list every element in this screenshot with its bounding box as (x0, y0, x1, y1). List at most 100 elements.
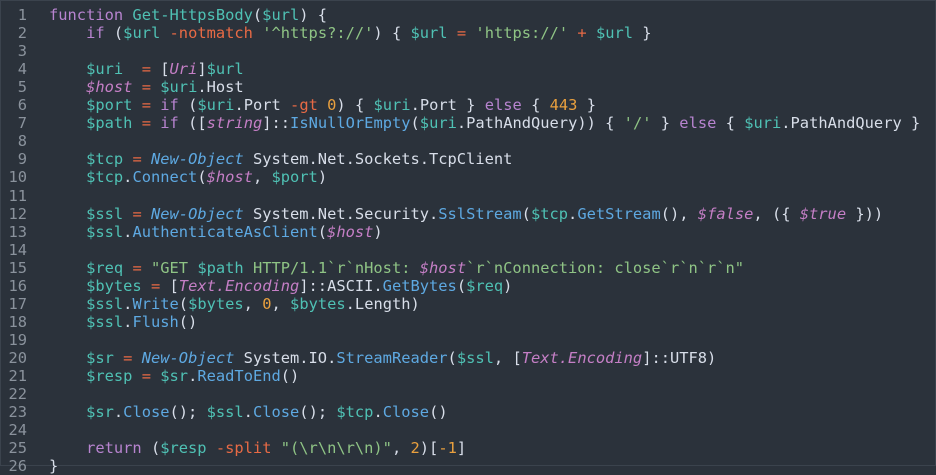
line-number: 19 (8, 330, 27, 349)
code-token: } (49, 457, 59, 475)
code-token: . (123, 312, 133, 331)
code-token: Get-HttpsBody (132, 6, 253, 24)
code-token: 0 (327, 96, 337, 115)
code-token: $bytes (188, 294, 244, 313)
code-token (49, 367, 86, 385)
line-number: 1 (17, 6, 27, 24)
code-token: } (651, 114, 680, 133)
code-token: GetStream (577, 204, 661, 223)
code-token: = (141, 96, 151, 115)
code-token: GetBytes (382, 276, 457, 295)
code-token: = (150, 276, 161, 295)
code-token: .Length) (345, 294, 420, 313)
code-token: . (373, 403, 383, 422)
code-token (49, 313, 86, 331)
code-token: System.IO. (234, 348, 337, 367)
code-token: `r`nConnection: close`r`n`r`n" (466, 258, 745, 277)
code-token: ]:: (262, 114, 291, 133)
code-token: $host (206, 168, 253, 187)
code-token: () (280, 367, 300, 385)
code-token (151, 78, 160, 96)
code-token: Write (132, 294, 179, 313)
code-token: , ({ (753, 204, 800, 223)
code-token: 443 (549, 96, 578, 115)
line-number: 22 (8, 385, 27, 404)
code-token: $false (697, 204, 754, 223)
code-token (207, 439, 216, 457)
code-token: ( (178, 294, 189, 313)
code-token: $ssl (86, 204, 124, 223)
line-number: 20 (8, 348, 27, 367)
code-token (271, 439, 280, 457)
line-code: $ssl = New-Object System.Net.Security.Ss… (49, 205, 883, 223)
code-token (49, 259, 86, 277)
line-number: 3 (17, 42, 27, 61)
code-token: if (160, 96, 179, 115)
code-token: return (86, 439, 142, 458)
code-token: $uri (744, 114, 782, 133)
code-token: ReadToEnd (197, 367, 281, 385)
line-number: 8 (17, 132, 27, 151)
code-token (49, 295, 86, 313)
code-token (253, 24, 262, 42)
code-token: ( (410, 114, 420, 133)
line-number: 12 (8, 204, 27, 223)
code-token: .Port (234, 96, 291, 115)
code-token (132, 367, 141, 385)
code-token: . (123, 222, 133, 241)
code-token: ) (317, 168, 328, 187)
code-token: , [ (493, 348, 522, 367)
code-token: (); (169, 403, 207, 422)
code-token: $ssl (86, 294, 124, 313)
code-token: } (633, 24, 652, 43)
line-code: $ssl.Flush() (49, 313, 197, 331)
code-token: $req (86, 258, 124, 277)
code-token: $tcp (530, 204, 569, 223)
code-token: } (577, 96, 596, 115)
code-token: ( (447, 348, 457, 367)
code-token: SslStream (438, 204, 522, 223)
code-token: New-Object (151, 204, 244, 223)
code-token: $uri (160, 78, 198, 97)
code-token: ) (373, 222, 383, 241)
line-number: 23 (8, 403, 27, 422)
code-token: ( (197, 168, 207, 187)
line-number: 4 (17, 60, 27, 79)
code-token: Uri (169, 60, 198, 79)
code-token: else (484, 96, 522, 115)
line-code: if ($url -notmatch '^https?://') { $url … (49, 24, 652, 43)
code-token: [ (160, 276, 179, 295)
code-token: HTTP/1.1`r`nHost: (243, 258, 420, 277)
code-token: $ssl (456, 348, 494, 367)
line-code: $tcp = New-Object System.Net.Sockets.Tcp… (49, 150, 512, 168)
code-token (318, 96, 327, 114)
code-token: , (243, 294, 263, 313)
code-token: $resp (160, 439, 207, 458)
code-token (132, 114, 141, 132)
code-token: else (679, 114, 717, 133)
code-token (49, 24, 86, 42)
code-token (49, 78, 86, 96)
code-token (568, 24, 577, 42)
line-code: return ($resp -split "(\r\n\r\n)", 2)[-1… (49, 439, 466, 457)
line-code: $port = if ($uri.Port -gt 0) { $uri.Port… (49, 96, 596, 114)
code-token: function (49, 6, 124, 24)
code-token (114, 349, 123, 367)
code-token (49, 277, 86, 295)
code-token: ( (317, 222, 328, 241)
code-token: ) (503, 276, 513, 295)
line-code: $host = $uri.Host (49, 78, 244, 96)
line-number: 6 (17, 96, 27, 115)
code-token: ( (456, 276, 467, 295)
code-token (49, 403, 86, 421)
code-token (151, 367, 160, 385)
code-token: })) (846, 204, 884, 223)
code-token: $host (86, 78, 133, 97)
code-token (132, 349, 141, 367)
code-token: ( (141, 439, 161, 458)
line-number: 10 (8, 168, 27, 187)
line-number: 13 (8, 222, 27, 241)
code-token (49, 60, 86, 78)
code-token: -gt (290, 96, 318, 115)
